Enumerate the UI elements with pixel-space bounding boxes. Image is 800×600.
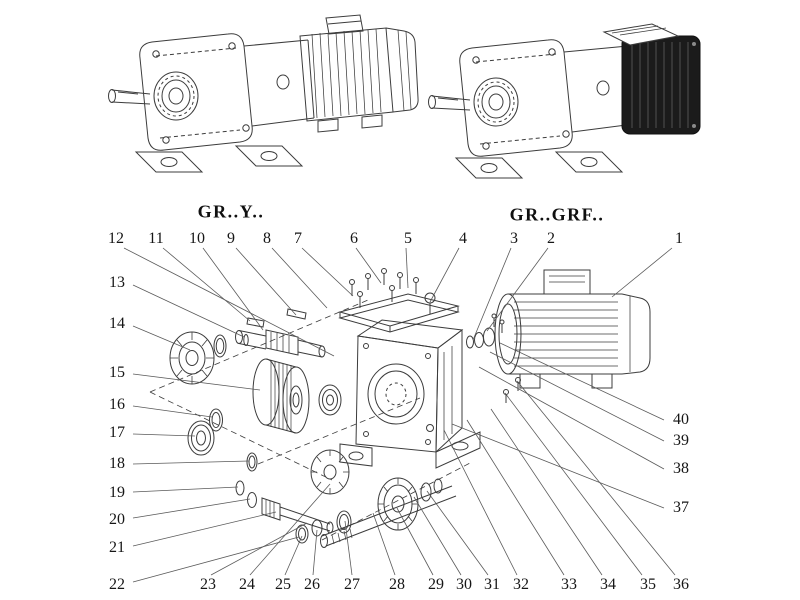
callout-33: 33	[561, 576, 577, 593]
assembled-view-gr-grf-art	[428, 23, 701, 179]
assembled-view-gr-y-art	[108, 14, 419, 173]
exploded-view-art	[149, 268, 651, 548]
compact-drive-block-art	[602, 23, 701, 135]
callout-5: 5	[404, 230, 412, 247]
callout-17: 17	[109, 424, 125, 441]
callout-9: 9	[227, 230, 235, 247]
callout-32: 32	[513, 576, 529, 593]
callout-38: 38	[673, 460, 689, 477]
callout-11: 11	[148, 230, 164, 247]
motor-exploded-art	[466, 269, 651, 403]
washers-art	[235, 452, 258, 508]
callout-8: 8	[263, 230, 271, 247]
callout-23: 23	[200, 576, 216, 593]
variant-label-gr-grf: GR..GRF..	[509, 204, 605, 225]
callout-21: 21	[109, 539, 125, 556]
assembly-axis-dashes	[149, 299, 473, 541]
callout-7: 7	[294, 230, 302, 247]
motor-art	[299, 14, 419, 133]
callout-28: 28	[389, 576, 405, 593]
callout-30: 30	[456, 576, 472, 593]
input-shaft-art	[235, 308, 326, 358]
callout-1: 1	[675, 230, 683, 247]
callout-40: 40	[673, 411, 689, 428]
large-gear-art	[252, 358, 310, 434]
callout-4: 4	[459, 230, 467, 247]
callout-22: 22	[109, 576, 125, 593]
cover-plate-art	[338, 293, 460, 333]
callout-29: 29	[428, 576, 444, 593]
callout-14: 14	[109, 315, 125, 332]
callout-13: 13	[109, 274, 125, 291]
variant-label-gr-y: GR..Y..	[197, 201, 265, 222]
pinion-shaft-art	[261, 449, 350, 544]
callout-19: 19	[109, 484, 125, 501]
callout-12: 12	[108, 230, 124, 247]
callout-36: 36	[673, 576, 689, 593]
callout-31: 31	[484, 576, 500, 593]
callout-10: 10	[189, 230, 205, 247]
bearings-left-art	[187, 384, 342, 456]
callout-6: 6	[350, 230, 358, 247]
callout-24: 24	[239, 576, 255, 593]
callout-2: 2	[547, 230, 555, 247]
callout-15: 15	[109, 364, 125, 381]
callout-16: 16	[109, 396, 125, 413]
callout-35: 35	[640, 576, 656, 593]
callout-26: 26	[304, 576, 320, 593]
callout-39: 39	[673, 432, 689, 449]
callout-3: 3	[510, 230, 518, 247]
callout-25: 25	[275, 576, 291, 593]
callout-27: 27	[344, 576, 360, 593]
callout-18: 18	[109, 455, 125, 472]
callout-20: 20	[109, 511, 125, 528]
output-shaft-art	[320, 477, 457, 548]
callout-34: 34	[600, 576, 616, 593]
toothed-flange-art	[169, 331, 227, 385]
callout-37: 37	[673, 499, 689, 516]
